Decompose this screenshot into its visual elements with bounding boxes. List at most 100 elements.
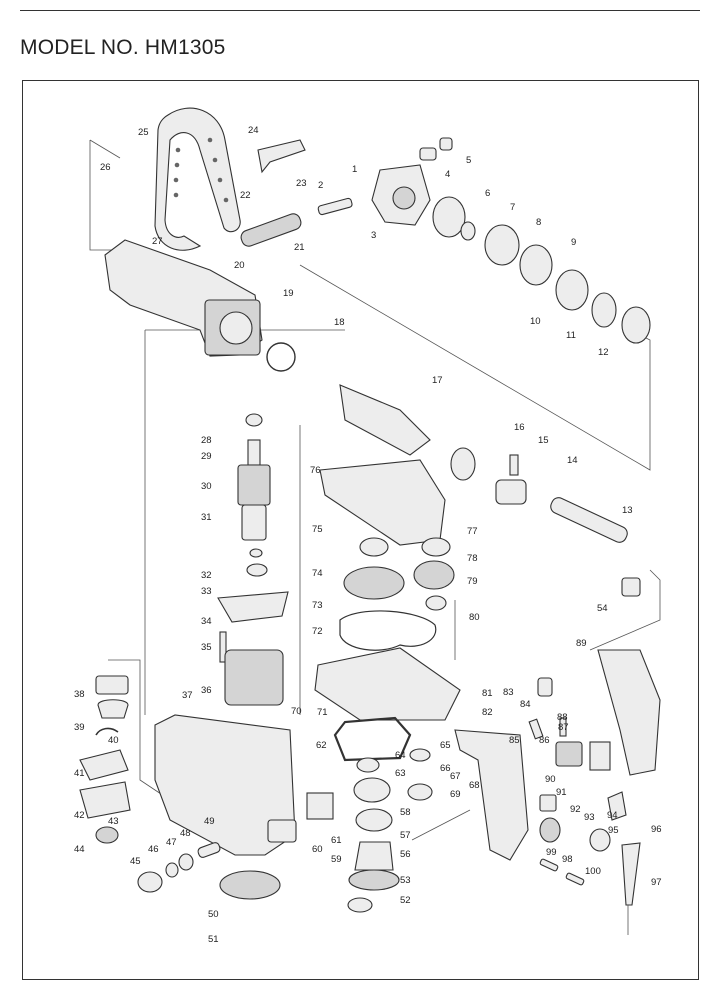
label (306, 792, 334, 820)
part-number-label: 32 (201, 570, 212, 581)
needle-bearing (621, 577, 641, 597)
compression-spring (559, 717, 567, 737)
diagram-frame (22, 80, 699, 980)
noise-suppressor (589, 828, 611, 852)
part-number-label: 51 (208, 934, 219, 945)
screw (219, 631, 227, 663)
part-number-label: 45 (130, 856, 141, 867)
ball-bearing (359, 537, 389, 557)
crank-cap (319, 459, 446, 546)
part-number-label: 67 (450, 771, 461, 782)
guide-line (108, 659, 171, 801)
part-number-label: 35 (201, 642, 212, 653)
part-number-label: 97 (651, 877, 662, 888)
ring-small (460, 221, 476, 241)
part-number-label: 11 (566, 330, 576, 341)
switch (555, 741, 583, 767)
cord-clamp (607, 791, 627, 821)
part-number-label: 88 (557, 712, 568, 723)
part-number-label: 24 (248, 125, 259, 136)
part-number-label: 14 (567, 455, 578, 466)
ring (178, 853, 194, 871)
baffle-plate (217, 591, 289, 623)
part-number-label: 77 (467, 526, 478, 537)
motor-housing (104, 239, 263, 357)
part-number-label: 26 (100, 162, 111, 173)
part-number-label: 39 (74, 722, 85, 733)
pin (509, 454, 519, 476)
part-number-label: 59 (331, 854, 342, 865)
washer (249, 548, 263, 558)
bearing (245, 413, 263, 427)
header-rule (20, 10, 700, 11)
sleeve (555, 269, 589, 311)
connecting-rod (550, 497, 628, 543)
retainer (347, 897, 373, 913)
part-number-label: 49 (204, 816, 215, 827)
o-ring (266, 342, 296, 372)
side-handle-strap (154, 107, 241, 251)
guide-line (411, 809, 471, 841)
part-number-label: 83 (503, 687, 514, 698)
part-number-label: 23 (296, 178, 307, 189)
cylinder (519, 244, 553, 286)
cap (97, 699, 129, 719)
part-number-label: 20 (234, 260, 245, 271)
part-number-label: 40 (108, 735, 119, 746)
part-number-label: 76 (310, 465, 321, 476)
part-number-label: 74 (312, 568, 323, 579)
part-number-label: 87 (558, 722, 569, 733)
part-number-label: 61 (331, 835, 342, 846)
o-ring-seal (450, 447, 476, 481)
part-number-label: 33 (201, 586, 212, 597)
o-ring (339, 610, 437, 651)
part-number-label: 73 (312, 600, 323, 611)
part-number-label: 60 (312, 844, 323, 855)
part-number-label: 78 (467, 553, 478, 564)
part-number-label: 75 (312, 524, 323, 535)
cover (137, 871, 163, 893)
field (224, 649, 284, 706)
part-number-label: 70 (291, 706, 302, 717)
part-number-label: 80 (469, 612, 480, 623)
part-number-label: 7 (510, 202, 515, 213)
ball-bearing (353, 777, 391, 803)
model-title: MODEL NO. HM1305 (20, 36, 226, 59)
spindle (354, 841, 394, 871)
part-number-label: 8 (536, 217, 541, 228)
wire-clip (95, 727, 119, 736)
part-number-label: 44 (74, 844, 85, 855)
armature (237, 439, 271, 541)
part-number-label: 3 (371, 230, 376, 241)
part-number-label: 50 (208, 909, 219, 920)
retaining-ring (591, 292, 617, 328)
pin (528, 718, 544, 740)
part-number-label: 38 (74, 689, 85, 700)
part-number-label: 71 (317, 707, 328, 718)
part-number-label: 68 (469, 780, 480, 791)
cylinder-sleeve (484, 224, 520, 266)
cap (439, 137, 453, 151)
part-number-label: 12 (598, 347, 609, 358)
crank-housing-plate (314, 647, 461, 721)
part-number-label: 99 (546, 847, 557, 858)
rear-handle (597, 649, 661, 776)
part-number-label: 2 (318, 180, 323, 191)
handle-grip (240, 213, 302, 247)
gear-housing (154, 714, 296, 856)
lock-pin (317, 197, 353, 216)
ring (165, 862, 179, 878)
gear (413, 560, 455, 590)
part-number-label: 5 (466, 155, 471, 166)
part-number-label: 53 (400, 875, 411, 886)
bearing (409, 748, 431, 762)
part-number-label: 54 (597, 603, 608, 614)
part-number-label: 86 (539, 735, 550, 746)
part-number-label: 91 (556, 787, 567, 798)
part-number-label: 31 (201, 512, 212, 523)
cap (95, 826, 119, 844)
part-number-label: 69 (450, 789, 461, 800)
part-number-label: 57 (400, 830, 411, 841)
part-number-label: 48 (180, 828, 191, 839)
